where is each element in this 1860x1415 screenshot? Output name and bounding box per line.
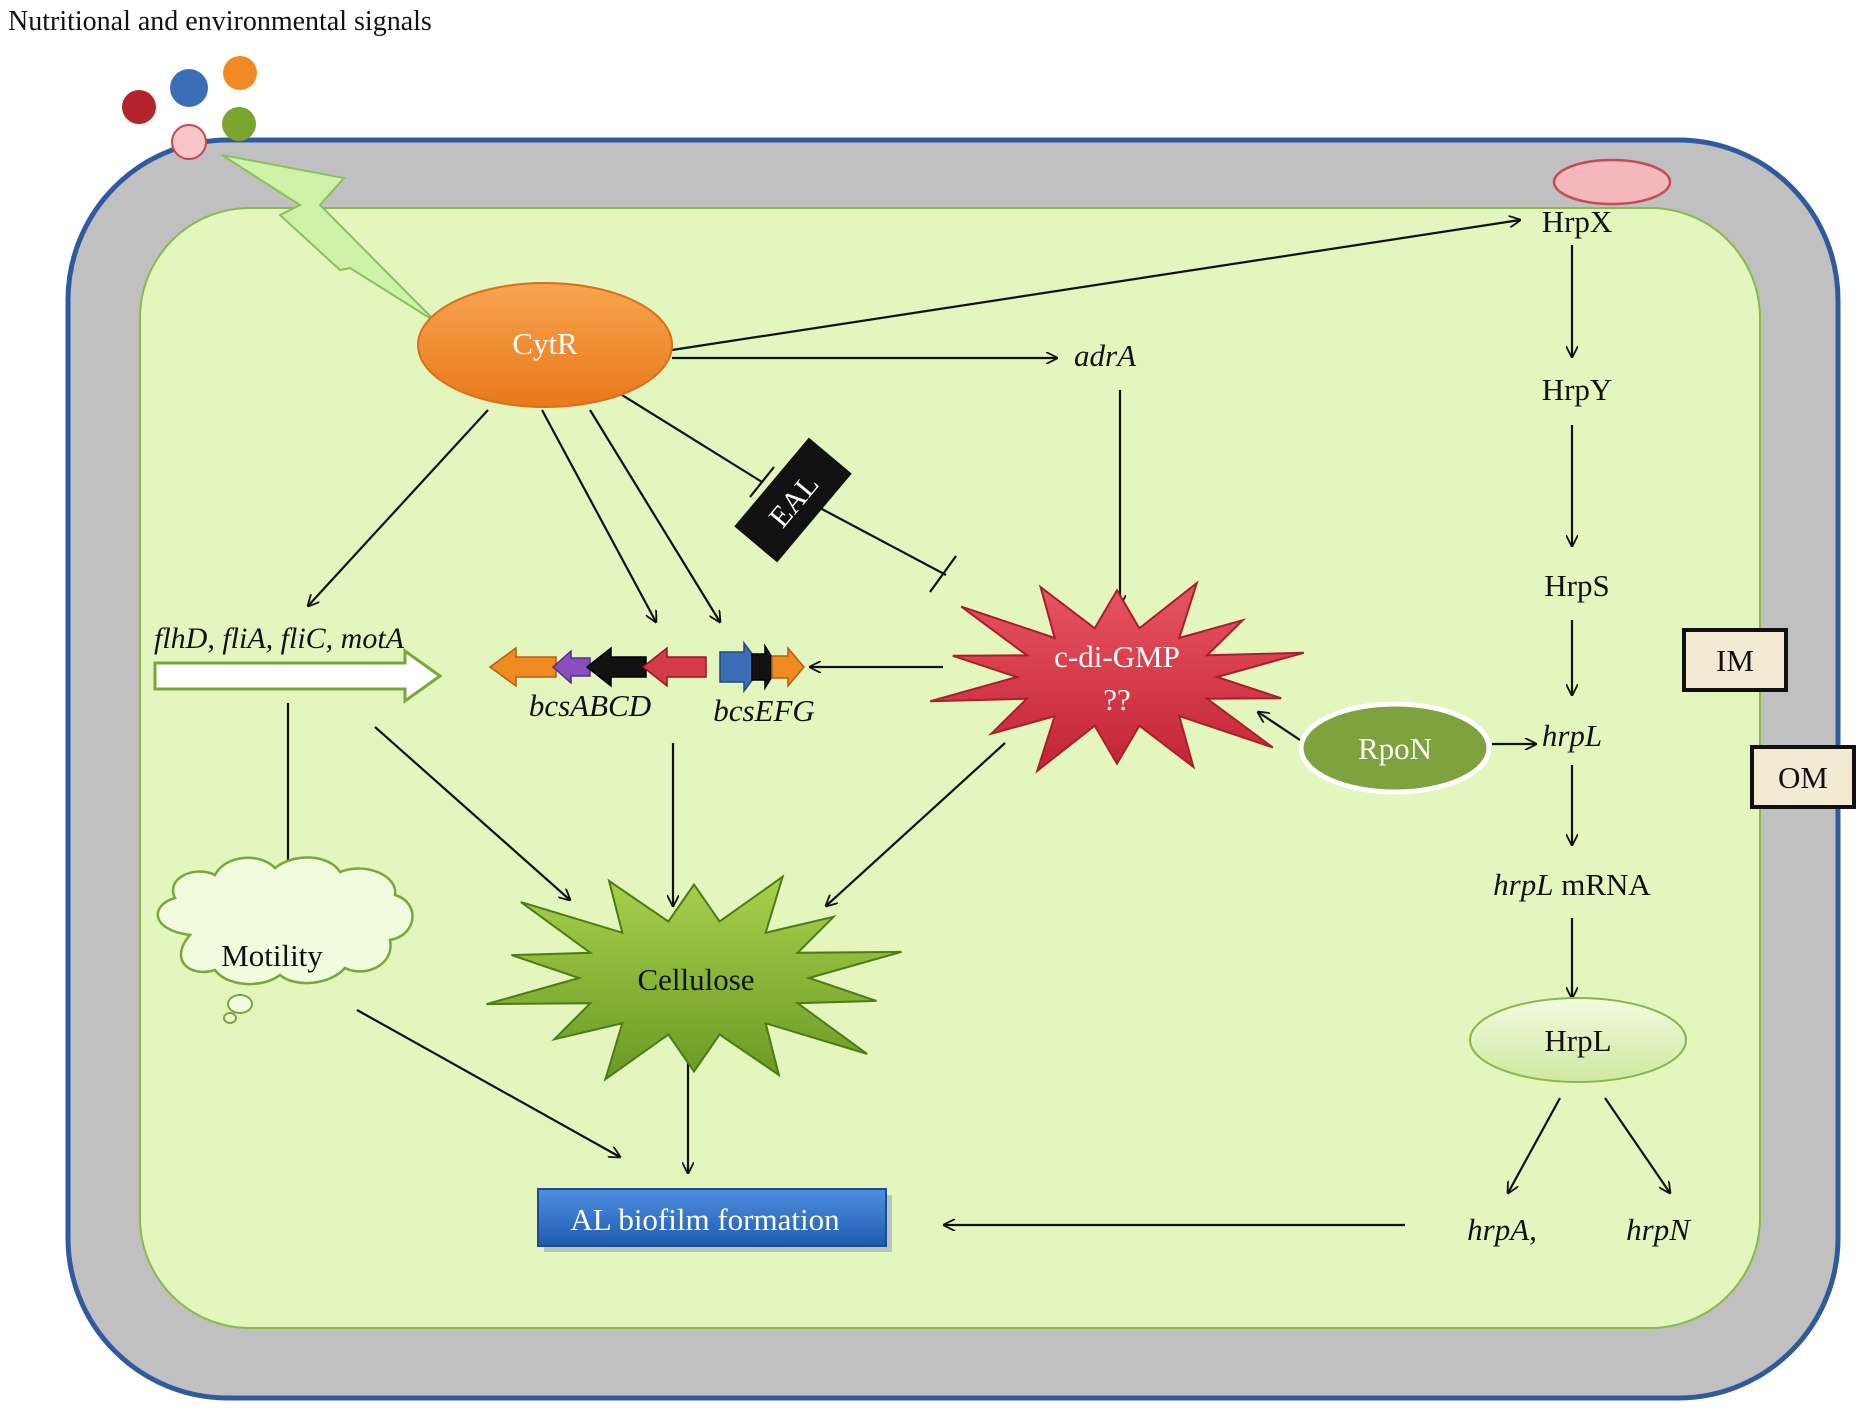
arrow-cytr-flagella (308, 409, 489, 606)
cytr-node (417, 282, 673, 408)
cdigmp-label-line1: c-di-GMP (1054, 639, 1180, 674)
hrpl-mrna-italic: hrpL (1493, 867, 1553, 902)
inhibit-eal-cdigmp (819, 507, 947, 576)
arrow-motility-biofilm (356, 1009, 620, 1157)
hrps-label: HrpS (1544, 568, 1609, 603)
motility-node: Motility (156, 856, 414, 1024)
pink-molecule (171, 124, 207, 160)
thought-bubble-large (227, 994, 253, 1014)
arrow-hrplprot-hrpn (1604, 1097, 1670, 1193)
hrpn-label: hrpN (1626, 1212, 1692, 1247)
rpon-label: RpoN (1358, 731, 1432, 766)
bcsg-gene (771, 645, 805, 689)
cytoplasm (139, 207, 1761, 1329)
im-label: IM (1716, 643, 1754, 678)
arrow-cytr-bcsabcd (541, 409, 656, 622)
hrpy-label: HrpY (1542, 372, 1613, 407)
cdigmp-node: c-di-GMP ?? (929, 580, 1305, 774)
hrpl-protein-label: HrpL (1544, 1023, 1611, 1058)
membrane-protein (1552, 158, 1672, 206)
blue-molecule (170, 69, 208, 107)
flagella-genes-label: flhD, fliA, fliC, motA (154, 622, 405, 655)
cellulose-starburst (486, 874, 902, 1082)
inhibit-cytr-eal-bar (749, 466, 775, 498)
biofilm-box (537, 1188, 887, 1247)
arrow-cytr-hrpx (671, 220, 1520, 352)
hrpa-label: hrpA, (1467, 1212, 1537, 1247)
hrpl-mrna-label: hrpL mRNA (1493, 867, 1651, 902)
hrpl-mrna-rest: mRNA (1553, 867, 1651, 902)
om-box (1750, 745, 1856, 809)
cytr-label: CytR (512, 326, 578, 361)
bcsd-gene (641, 646, 707, 688)
bcsabcd-label: bcsABCD (529, 688, 651, 723)
thought-bubble-small (223, 1012, 237, 1024)
arrow-cytr-bcsefg (589, 409, 720, 622)
adra-label: adrA (1074, 338, 1137, 373)
orange-molecule (223, 56, 257, 90)
inhibit-cytr-eal (621, 394, 763, 483)
cellulose-label: Cellulose (637, 962, 754, 997)
signals-label: Nutritional and environmental signals (8, 6, 432, 37)
om-label: OM (1778, 760, 1828, 795)
hrpl-protein-node (1469, 997, 1687, 1083)
red-molecule (122, 90, 156, 124)
inhibit-eal-cdigmp-bar (929, 555, 957, 593)
motility-cloud-icon (156, 856, 414, 986)
biofilm-label: AL biofilm formation (570, 1202, 840, 1237)
motility-label: Motility (221, 938, 323, 973)
rpon-node (1298, 701, 1492, 795)
arrow-hrplprot-hrpa (1508, 1097, 1561, 1193)
cdigmp-starburst (929, 580, 1305, 774)
cdigmp-label-line2: ?? (1103, 682, 1131, 717)
im-box (1682, 628, 1788, 692)
lightning-bolt-icon (221, 154, 437, 323)
arrow-cdigmp-cellulose (826, 742, 1006, 906)
bcs-gene-cluster (488, 640, 805, 694)
flagella-operon-arrow (153, 648, 443, 704)
green-molecule (222, 107, 256, 141)
hrpx-label: HrpX (1542, 204, 1613, 239)
arrow-flagella-cellulose (374, 726, 570, 900)
cellulose-node: Cellulose (486, 874, 902, 1082)
bcsefg-label: bcsEFG (713, 693, 815, 728)
hrpl-gene-label: hrpL (1542, 718, 1602, 753)
